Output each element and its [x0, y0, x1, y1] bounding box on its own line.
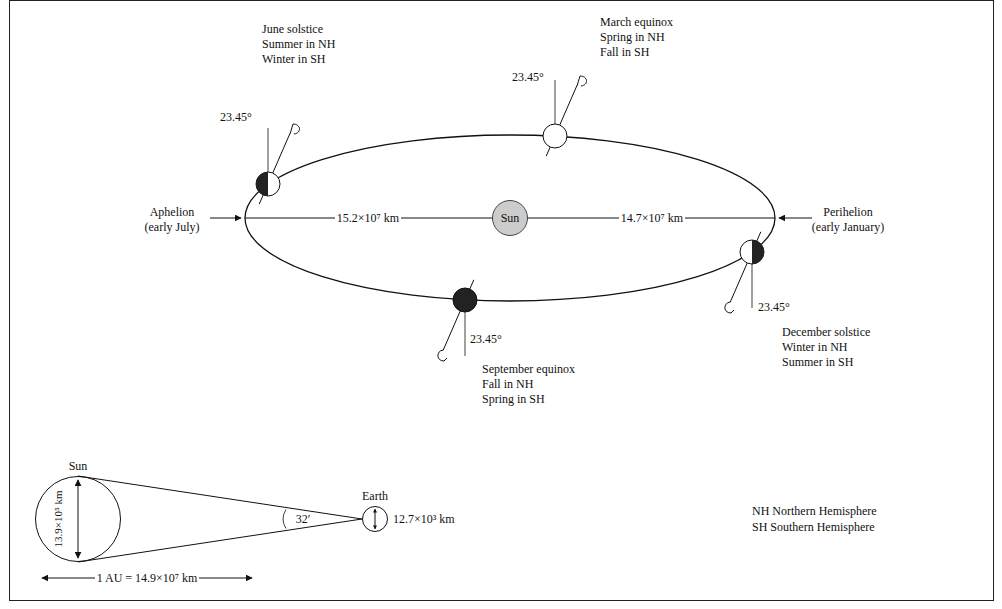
text-label: Aphelion: [150, 205, 195, 219]
earth-symbol: [453, 288, 477, 312]
text-label: Winter in NH: [782, 340, 848, 354]
small-earth-node: Earth: [355, 488, 395, 532]
sun-label: Sun: [501, 211, 520, 226]
orbit-ellipse: [245, 135, 775, 301]
sun-heading: Sun: [35, 458, 121, 476]
aphelion-arrow: [210, 218, 241, 219]
text-label: 32′: [294, 512, 313, 526]
earth-night-side: [256, 172, 268, 196]
text-label: SH Southern Hemisphere: [752, 520, 875, 534]
vertical-reference: [465, 312, 466, 356]
earth-heading: Earth: [355, 488, 395, 506]
text-label: Perihelion: [823, 205, 872, 219]
vertical-reference: [555, 80, 556, 124]
earth-night-side: [752, 240, 764, 264]
text-label: NH Northern Hemisphere: [752, 504, 877, 518]
earth-diameter-arrow: [375, 509, 376, 529]
text-label: 23.45°: [220, 110, 252, 124]
text-label: Fall in SH: [600, 45, 649, 59]
text-label: Spring in NH: [600, 30, 665, 44]
text-label: 15.2×10⁷ km: [335, 211, 401, 225]
text-label: September equinox: [482, 362, 575, 376]
earth-circle: [362, 506, 388, 532]
text-label: Fall in NH: [482, 377, 533, 391]
tangent-line: [78, 519, 362, 562]
sun-circle: 13.9×10⁵ km: [35, 476, 121, 562]
text-label: 23.45°: [512, 70, 544, 84]
vertical-reference: [268, 128, 269, 172]
text-label: Summer in NH: [262, 37, 335, 51]
text-label: 1 AU = 14.9×10⁷ km: [95, 571, 200, 585]
big-sun-node: Sun 13.9×10⁵ km: [35, 458, 121, 562]
text-label: March equinox: [600, 15, 673, 29]
earth-symbol: [740, 240, 764, 264]
vertical-reference: [752, 264, 753, 308]
sun-diameter-arrow: [78, 480, 79, 558]
au-arrow: [198, 578, 252, 579]
text-label: (early January): [812, 220, 884, 234]
text-label: 14.7×10⁷ km: [619, 211, 685, 225]
rotation-flag: [725, 302, 734, 313]
diameter-label: 13.9×10⁵ km: [52, 490, 64, 547]
frame: [10, 1, 994, 601]
rotation-flag: [577, 76, 587, 86]
text-label: Summer in SH: [782, 355, 853, 369]
earth-symbol: [256, 172, 280, 196]
earth-symbol: [543, 124, 567, 148]
text-label: 12.7×10³ km: [393, 512, 455, 526]
orbit-sun-node: Sun: [492, 200, 528, 236]
text-label: Spring in SH: [482, 392, 545, 406]
text-label: December solstice: [782, 325, 870, 339]
text-label: 23.45°: [470, 332, 502, 346]
perihelion-arrow: [779, 218, 812, 219]
text-label: 23.45°: [758, 300, 790, 314]
text-label: (early July): [145, 220, 200, 234]
au-arrow: [42, 578, 96, 579]
rotation-flag: [290, 124, 300, 134]
angle-arc: [283, 510, 286, 529]
rotation-flag: [438, 350, 447, 361]
text-label: Winter in SH: [262, 52, 326, 66]
text-label: June solstice: [262, 22, 323, 36]
